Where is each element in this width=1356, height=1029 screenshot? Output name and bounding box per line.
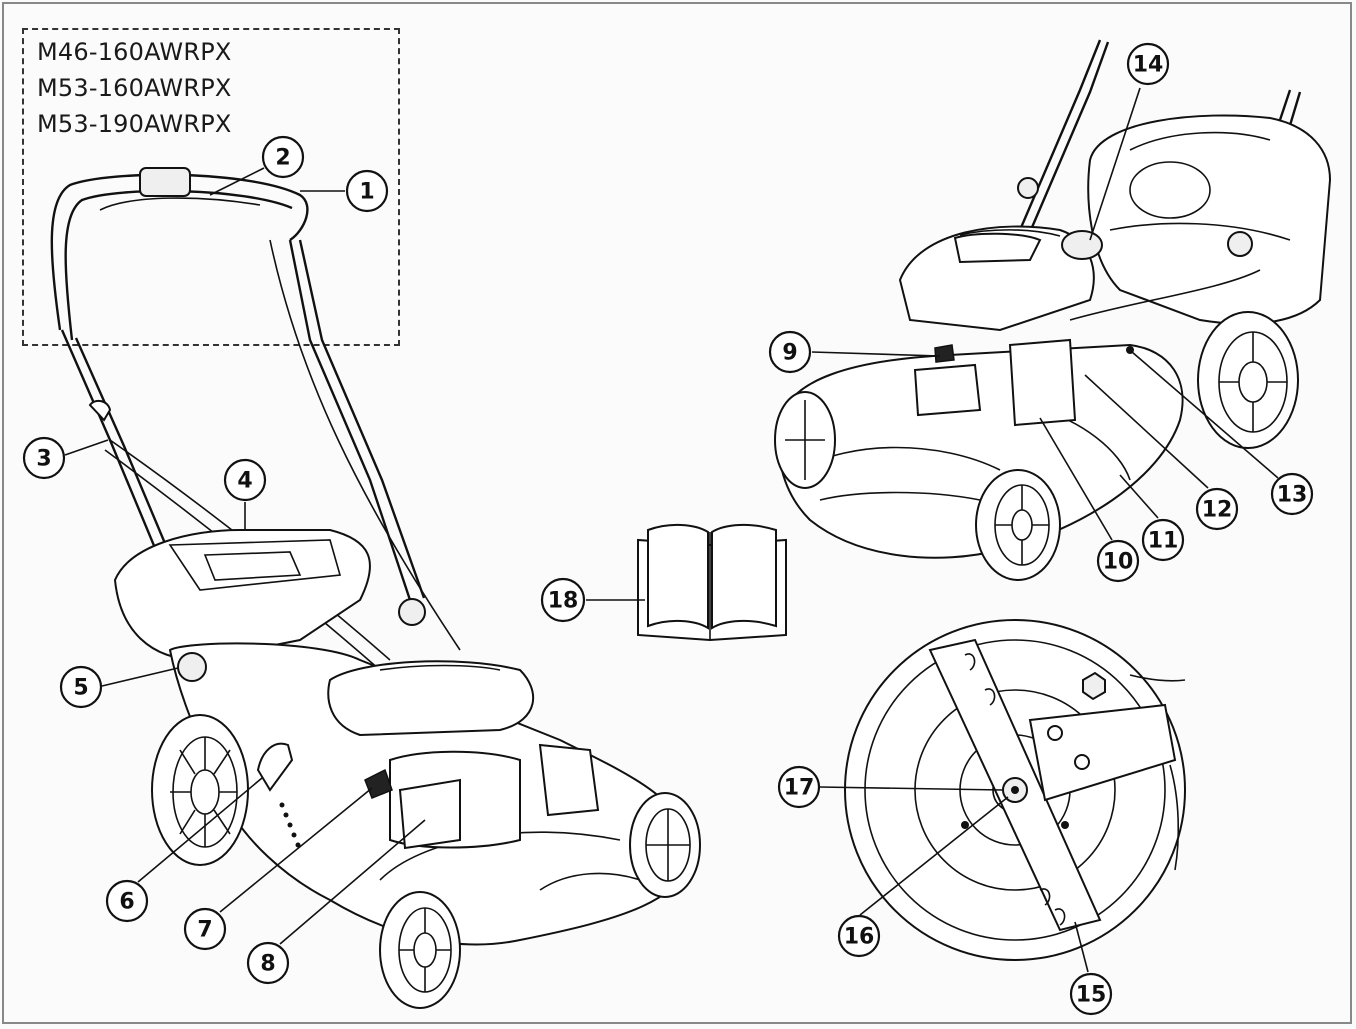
front-left-wheel-2 [774,391,836,489]
model-label-1: M46-160AWRPX [37,38,232,66]
callout-2: 2 [261,135,305,179]
rear-left-wheel [151,714,249,866]
callout-14: 14 [1126,42,1170,86]
svg-text:14: 14 [1133,53,1164,78]
model-list-box [22,28,400,346]
air-filter-cover [1008,338,1077,427]
callout-4: 4 [223,458,267,502]
handle-knob-right [398,598,426,626]
svg-text:12: 12 [1202,498,1233,523]
callout-6: 6 [105,879,149,923]
svg-text:17: 17 [784,776,815,801]
svg-text:4: 4 [237,469,252,494]
front-right-wheel-2 [975,469,1061,581]
callout-18: 18 [540,577,586,623]
svg-text:3: 3 [36,447,51,472]
leader-lines [64,87,1279,973]
blade-underside-illustration [844,619,1186,961]
svg-text:9: 9 [782,341,797,366]
callout-10: 10 [1096,539,1140,583]
callout-12: 12 [1195,487,1239,531]
callout-16: 16 [837,914,881,958]
svg-text:2: 2 [275,146,290,171]
svg-text:5: 5 [73,676,88,701]
callout-15: 15 [1069,972,1113,1016]
rear-right-wheel [1197,311,1299,449]
control-box [139,167,191,197]
left-mower-illustration [50,167,701,1009]
svg-text:15: 15 [1076,983,1107,1008]
handle-knob-left [177,652,207,682]
callout-8: 8 [246,941,290,985]
height-adjust-lever [256,742,294,792]
callout-5: 5 [59,665,103,709]
front-left-wheel [379,891,461,1009]
right-mower-illustration [774,39,1332,581]
callout-7: 7 [183,907,227,951]
cable-guide [88,399,112,422]
svg-text:16: 16 [844,925,875,950]
model-label-2: M53-160AWRPX [37,74,232,102]
svg-text:13: 13 [1277,483,1308,508]
svg-text:1: 1 [359,180,374,205]
model-label-3: M53-190AWRPX [37,110,232,138]
svg-text:18: 18 [548,589,579,614]
svg-text:8: 8 [260,952,275,977]
callout-17: 17 [777,765,821,809]
callout-3: 3 [22,436,66,480]
callout-11: 11 [1141,518,1185,562]
svg-text:6: 6 [119,890,134,915]
svg-text:10: 10 [1103,550,1134,575]
manual-book-icon [637,523,787,642]
svg-text:11: 11 [1148,529,1179,554]
callout-13: 13 [1270,472,1314,516]
callout-1: 1 [345,169,389,213]
fuel-cap [1061,230,1103,260]
front-right-wheel [629,792,701,898]
svg-text:7: 7 [197,918,212,943]
callout-9: 9 [768,330,812,374]
